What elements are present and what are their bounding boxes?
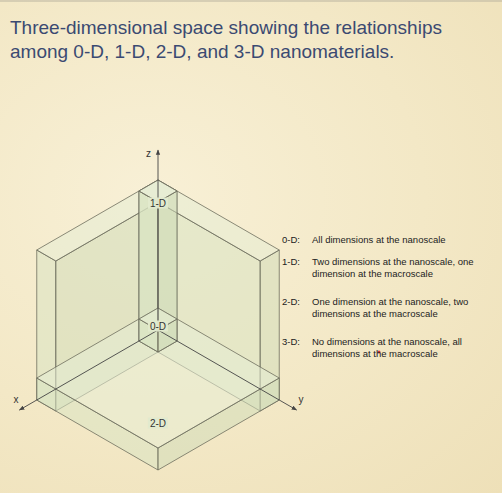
dimension-region: 1-D bbox=[148, 198, 168, 209]
definition-text: One dimension at the nanoscale, two dime… bbox=[312, 296, 496, 320]
region-label: 0-D bbox=[148, 321, 168, 332]
slide-title: Three-dimensional space showing the rela… bbox=[10, 16, 480, 64]
dimension-region: 2-D bbox=[148, 417, 168, 428]
axis-label: z bbox=[146, 148, 151, 159]
solid-face bbox=[37, 308, 279, 448]
axes bbox=[19, 150, 296, 410]
definition-text: All dimensions at the nanoscale bbox=[312, 234, 496, 246]
definition-term: 2-D: bbox=[282, 296, 300, 308]
definition-term: 0-D: bbox=[282, 234, 300, 246]
axis-line bbox=[158, 330, 297, 410]
region-label: 1-D bbox=[148, 198, 168, 209]
region-label: 2-D bbox=[148, 417, 168, 428]
definition-text: Two dimensions at the nanoscale, one dim… bbox=[312, 256, 496, 280]
definition-text: No dimensions at the nanoscale, all dime… bbox=[312, 336, 496, 360]
axis-label: x bbox=[13, 394, 18, 405]
axis-line bbox=[19, 330, 158, 410]
dimension-region: 0-D bbox=[148, 321, 168, 332]
definition-term: 3-D: bbox=[282, 336, 300, 348]
axis-line bbox=[158, 150, 159, 330]
top-rule bbox=[0, 1, 502, 2]
axis-label: y bbox=[299, 394, 304, 405]
definition-term: 1-D: bbox=[282, 256, 300, 268]
